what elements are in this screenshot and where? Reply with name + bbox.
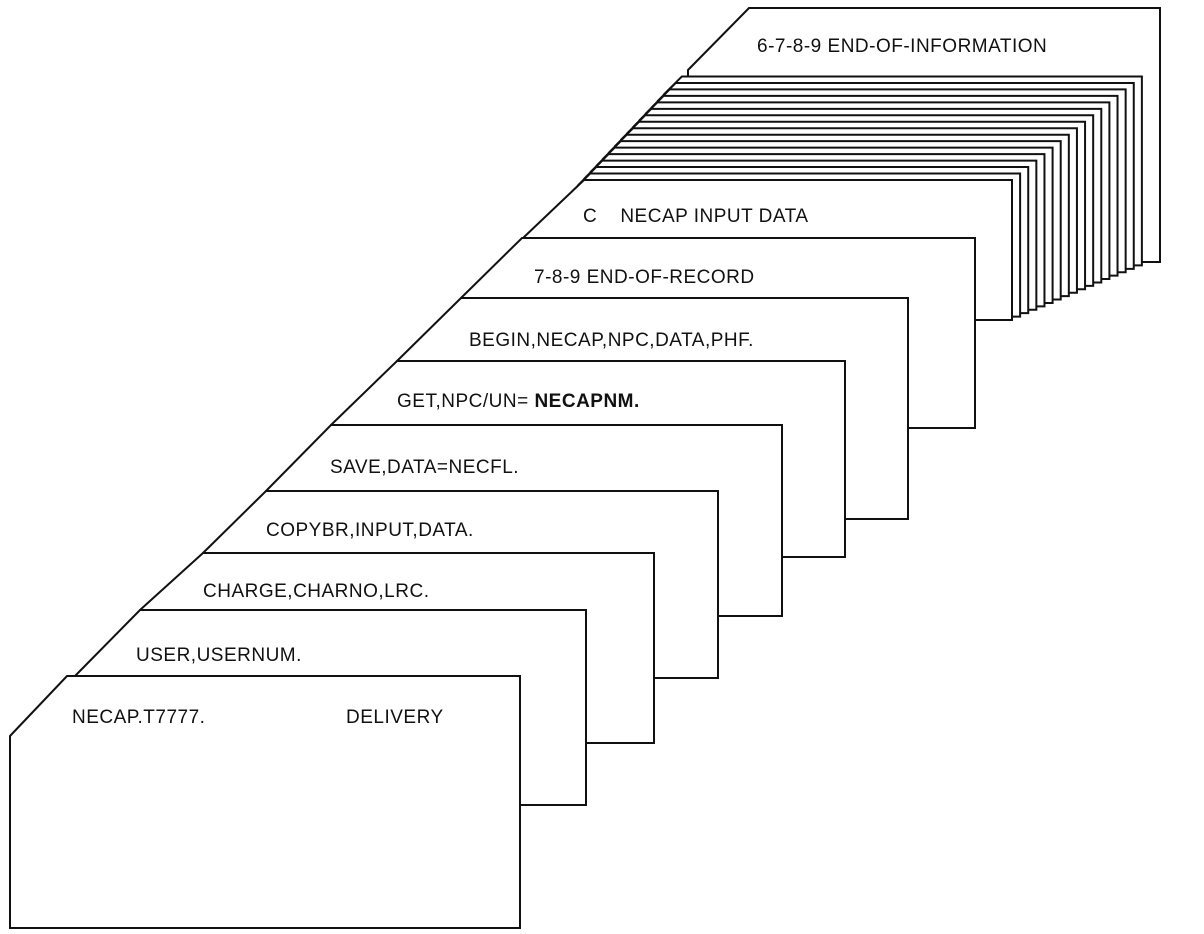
card-text-get-plain: GET,NPC/UN= <box>397 391 534 412</box>
card-text-job-name: NECAP.T7777. <box>72 707 205 728</box>
card-text-begin: BEGIN,NECAP,NPC,DATA,PHF. <box>469 330 754 351</box>
card-text-user: USER,USERNUM. <box>136 645 302 666</box>
card-text-save: SAVE,DATA=NECFL. <box>330 457 519 478</box>
card-text-job-delivery: DELIVERY <box>346 707 444 728</box>
card-text-charge: CHARGE,CHARNO,LRC. <box>203 581 429 602</box>
card-text-get-bold: NECAPNM. <box>534 391 639 412</box>
card-job: NECAP.T7777. DELIVERY <box>9 675 521 929</box>
card-text-get: GET,NPC/UN= NECAPNM. <box>397 391 640 412</box>
card-text-end-of-information: 6-7-8-9 END-OF-INFORMATION <box>757 36 1047 57</box>
card-text-input-data: C NECAP INPUT DATA <box>583 206 809 227</box>
card-text-copybr: COPYBR,INPUT,DATA. <box>266 520 474 541</box>
card-text-end-of-record: 7-8-9 END-OF-RECORD <box>534 267 755 288</box>
